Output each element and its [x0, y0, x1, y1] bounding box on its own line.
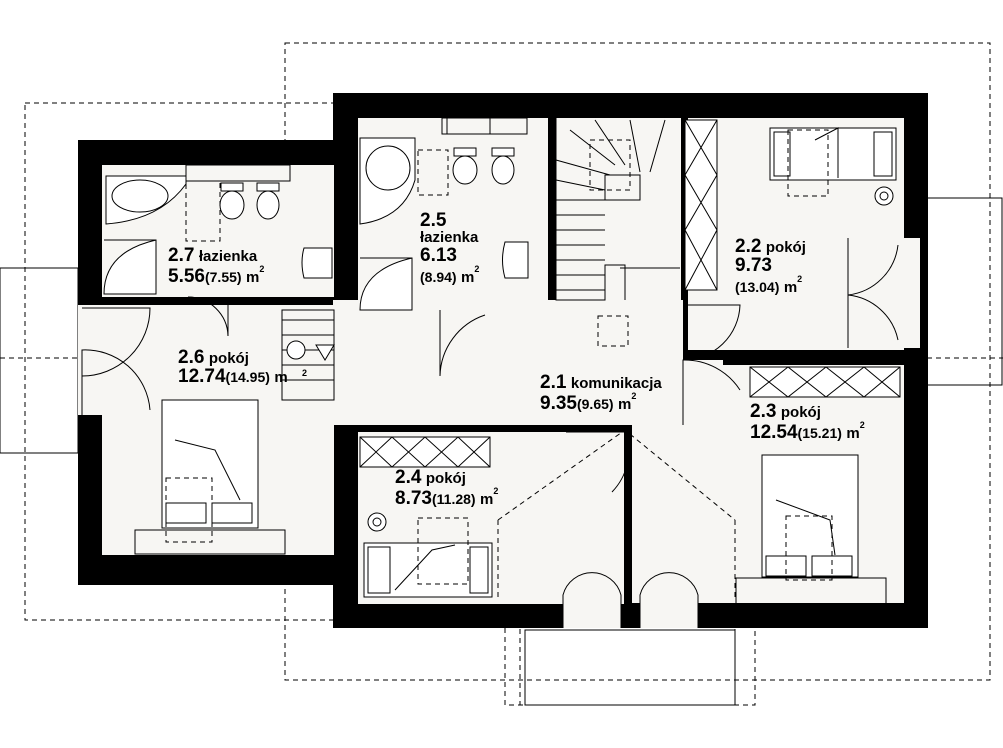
room-area-full: (9.65): [576, 396, 614, 412]
bed-room-22: [769, 127, 897, 206]
room-number: 2.7: [168, 245, 195, 266]
room-label-2-1: 2.1 komunikacja 9.35(9.65) m2: [540, 373, 662, 413]
room-area-full: (8.94): [420, 269, 457, 285]
room-unit-sup: 2: [259, 264, 265, 274]
room-label-2-6: 2.6 pokój 12.74(14.95) m: [178, 348, 288, 386]
room-name: pokój: [780, 404, 821, 421]
room-number: 2.4: [395, 467, 422, 488]
bathroom-25-fixtures: [359, 117, 529, 311]
room-area-full: (11.28): [431, 491, 476, 507]
bed-room-24: [363, 512, 493, 598]
room-area: 5.56: [168, 266, 205, 287]
stair-marker-text: 2: [302, 368, 308, 378]
room-name: łazienka: [420, 229, 479, 246]
room-area: 12.54: [750, 422, 798, 443]
room-number: 2.1: [540, 372, 567, 393]
room-unit: m: [246, 269, 260, 286]
room-unit: m: [480, 491, 494, 508]
room-label-2-4: 2.4 pokój 8.73(11.28) m2: [395, 468, 498, 508]
room-number: 2.3: [750, 401, 777, 422]
room-unit: m: [274, 369, 288, 386]
bed-room-26: [134, 399, 286, 555]
room-area-full: (13.04): [735, 279, 780, 295]
room-name: pokój: [765, 239, 806, 256]
room-unit-sup: 2: [493, 486, 499, 496]
room-unit: m: [783, 279, 798, 296]
wardrobes: [359, 119, 901, 468]
room-name: komunikacja: [570, 375, 662, 392]
room-name: łazienka: [198, 248, 258, 265]
room-area-full: (15.21): [797, 425, 842, 441]
room-label-2-5: 2.5 łazienka 6.13 (8.94) m2: [420, 211, 479, 286]
bathroom-27-fixtures: [103, 164, 333, 295]
room-number: 2.5: [420, 210, 447, 231]
room-unit: m: [618, 396, 632, 413]
room-area: 8.73: [395, 488, 432, 509]
room-area: 9.35: [540, 393, 577, 414]
room-area-full: (7.55): [204, 269, 242, 285]
bed-room-23: [735, 454, 887, 605]
slope-lines: [497, 429, 736, 600]
room-label-2-2: 2.2 pokój 9.73 (13.04) m2: [735, 237, 806, 296]
room-area: 12.74: [178, 366, 226, 387]
doors: [81, 238, 899, 628]
room-unit-sup: 2: [631, 391, 637, 401]
room-label-2-7: 2.7 łazienka 5.56(7.55) m2: [168, 246, 264, 286]
room-name: pokój: [425, 470, 466, 487]
room-name: pokój: [208, 350, 249, 367]
small-stair: [281, 309, 335, 401]
staircase: [555, 118, 680, 347]
room-area: 9.73: [735, 255, 772, 276]
room-area: 6.13: [420, 245, 457, 266]
room-number: 2.6: [178, 347, 205, 368]
room-area-full: (14.95): [225, 369, 270, 385]
room-number: 2.2: [735, 236, 762, 257]
room-unit-sup: 2: [859, 420, 865, 430]
room-unit: m: [461, 269, 475, 286]
room-unit-sup: 2: [797, 274, 803, 284]
room-unit: m: [846, 425, 860, 442]
room-unit-sup: 2: [474, 264, 480, 274]
stair-marker: 2: [302, 369, 307, 390]
room-label-2-3: 2.3 pokój 12.54(15.21) m2: [750, 402, 865, 442]
